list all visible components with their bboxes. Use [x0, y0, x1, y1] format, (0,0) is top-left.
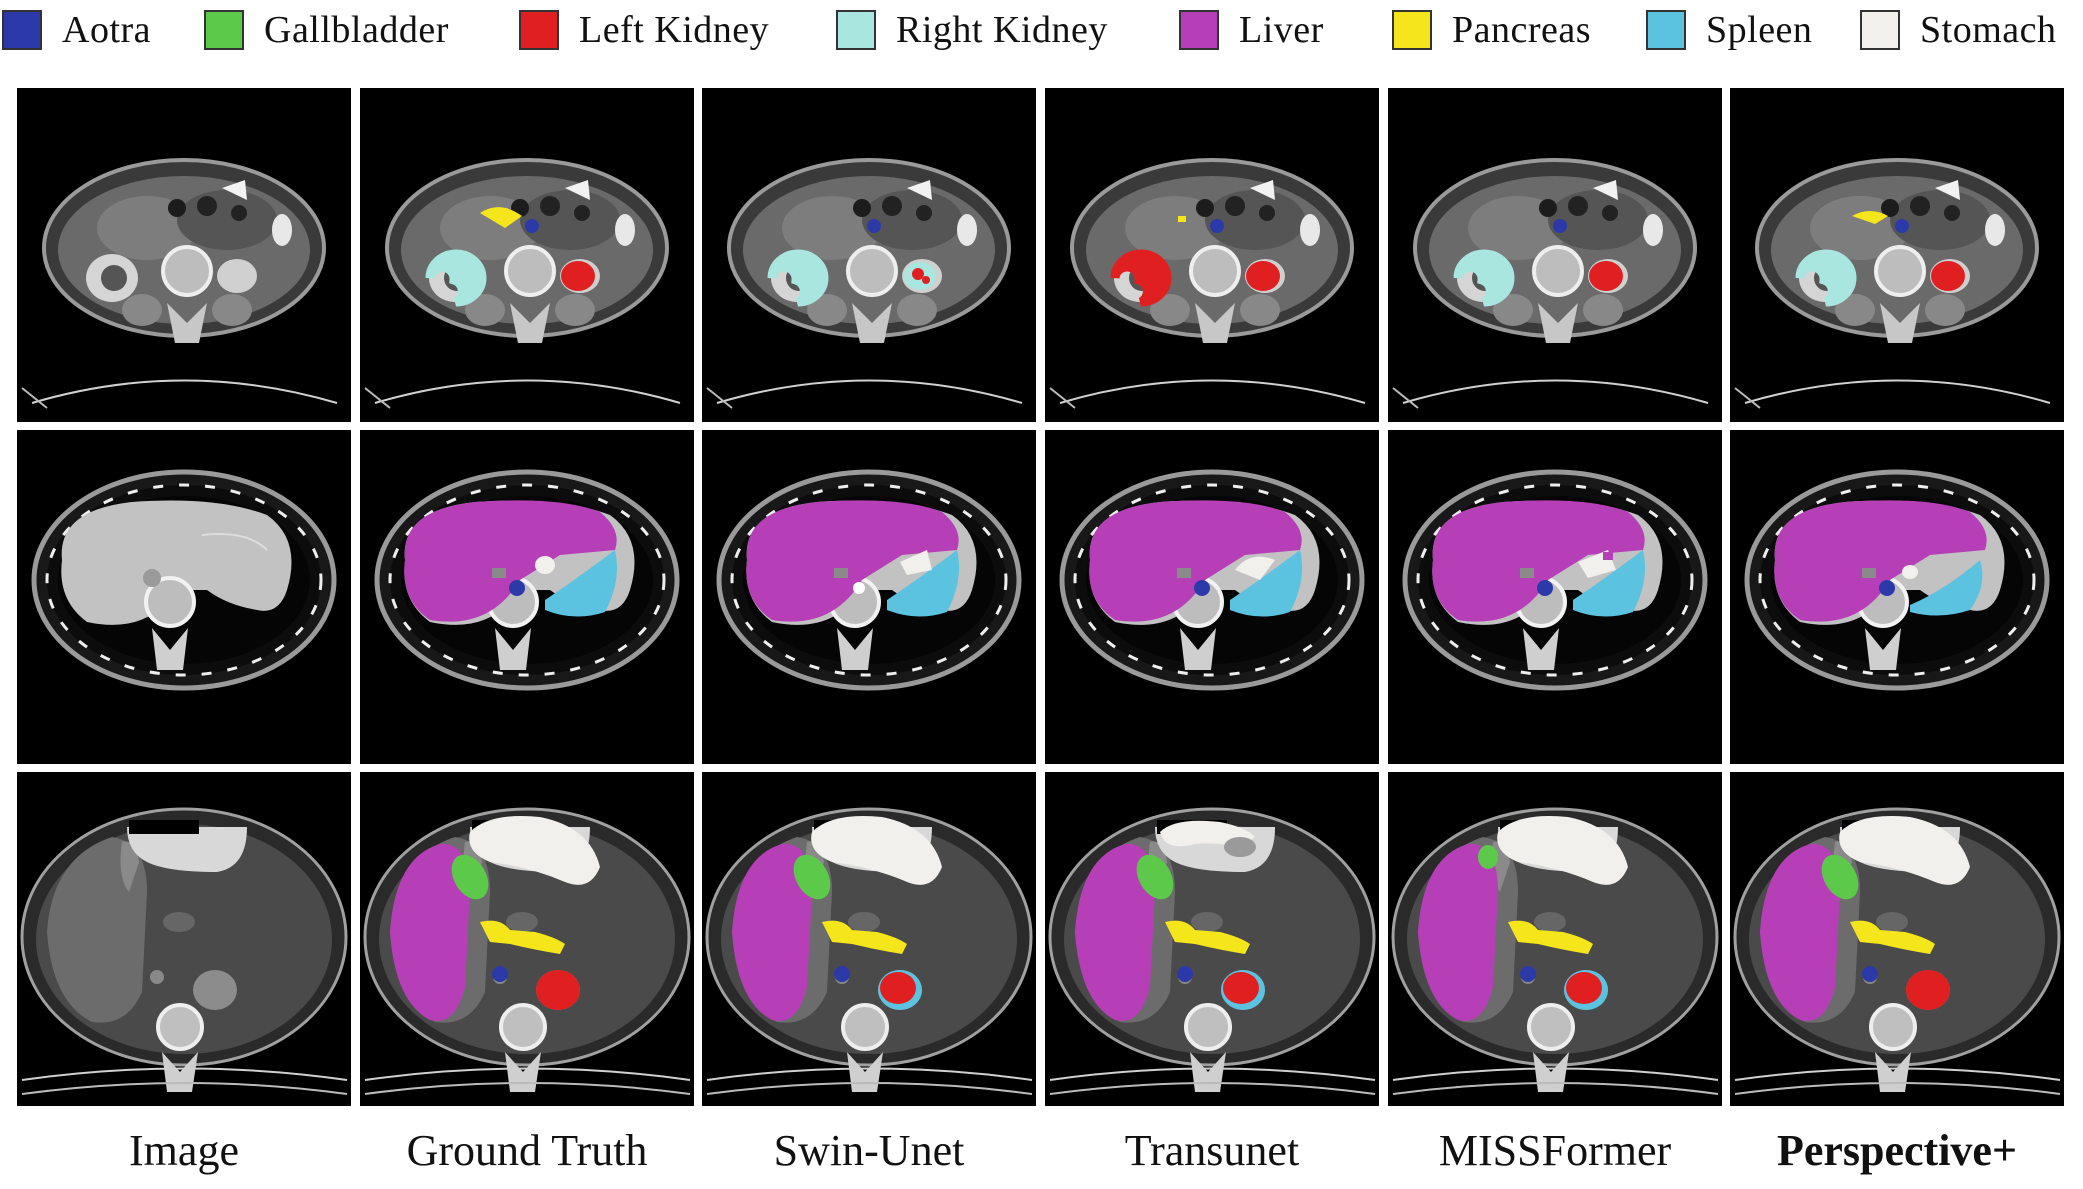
- legend-swatch: [204, 10, 244, 50]
- ct-panel-slice-liver-spleen-perspective: [1730, 430, 2064, 764]
- legend-item-aorta: Aotra: [2, 5, 151, 55]
- legend-swatch: [1860, 10, 1900, 50]
- legend-swatch: [1179, 10, 1219, 50]
- ct-panel-slice-liver-spleen-swin-unet: [702, 430, 1036, 764]
- legend-item-spleen: Spleen: [1646, 5, 1812, 55]
- ct-panel-slice-liver-spleen-ground-truth: [360, 430, 694, 764]
- ct-panel-slice-pancreas-perspective: [1730, 772, 2064, 1106]
- legend-swatch: [1392, 10, 1432, 50]
- legend-label: Aotra: [62, 9, 152, 51]
- legend-label: Gallbladder: [264, 9, 449, 51]
- legend-label: Spleen: [1706, 9, 1813, 51]
- ct-panel-slice-liver-spleen-image: [17, 430, 351, 764]
- legend-item-right-kidney: Right Kidney: [836, 5, 1108, 55]
- column-label-missformer: MISSFormer: [1438, 1126, 1672, 1175]
- legend-swatch: [519, 10, 559, 50]
- column-label-image: Image: [129, 1126, 239, 1175]
- legend-label: Liver: [1239, 9, 1324, 51]
- legend-label: Right Kidney: [896, 9, 1108, 51]
- ct-panel-slice-kidneys-missformer: [1388, 88, 1722, 422]
- ct-panel-slice-kidneys-swin-unet: [702, 88, 1036, 422]
- ct-panel-slice-liver-spleen-transunet: [1045, 430, 1379, 764]
- ct-panel-slice-kidneys-image: [17, 88, 351, 422]
- legend-swatch: [1646, 10, 1686, 50]
- legend-item-gallbladder: Gallbladder: [204, 5, 449, 55]
- legend-swatch: [836, 10, 876, 50]
- legend-label: Stomach: [1920, 9, 2057, 51]
- legend-label: Left Kidney: [579, 9, 770, 51]
- ct-panel-slice-kidneys-transunet: [1045, 88, 1379, 422]
- ct-panel-slice-pancreas-transunet: [1045, 772, 1379, 1106]
- column-label-transunet: Transunet: [1124, 1126, 1300, 1175]
- legend: Aotra Gallbladder Left Kidney Right Kidn…: [0, 0, 2083, 60]
- ct-panel-slice-pancreas-ground-truth: [360, 772, 694, 1106]
- legend-item-stomach: Stomach: [1860, 5, 2056, 55]
- legend-item-liver: Liver: [1179, 5, 1324, 55]
- ct-panel-slice-kidneys-ground-truth: [360, 88, 694, 422]
- column-label-perspective-plus: Perspective+: [1776, 1126, 2018, 1175]
- legend-item-pancreas: Pancreas: [1392, 5, 1591, 55]
- legend-item-left-kidney: Left Kidney: [519, 5, 769, 55]
- ct-panel-slice-pancreas-missformer: [1388, 772, 1722, 1106]
- ct-panel-slice-pancreas-image: [17, 772, 351, 1106]
- column-label-swin-unet: Swin-Unet: [773, 1126, 965, 1175]
- column-label-ground-truth: Ground Truth: [406, 1126, 648, 1175]
- legend-swatch: [2, 10, 42, 50]
- ct-panel-slice-liver-spleen-missformer: [1388, 430, 1722, 764]
- legend-label: Pancreas: [1452, 9, 1592, 51]
- ct-panel-slice-kidneys-perspective: [1730, 88, 2064, 422]
- ct-panel-slice-pancreas-swin-unet: [702, 772, 1036, 1106]
